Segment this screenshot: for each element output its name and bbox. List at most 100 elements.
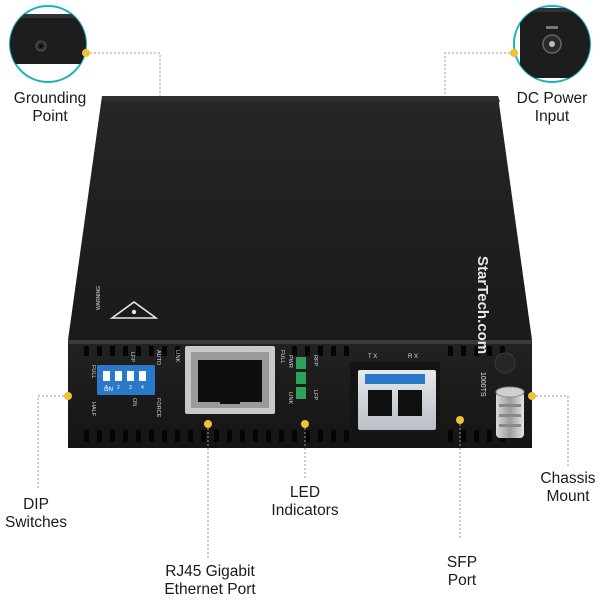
dip-switch-3[interactable] xyxy=(127,371,134,381)
leader-chassis xyxy=(532,395,569,468)
dip-on-label: ON xyxy=(104,387,113,393)
leader-dc-power xyxy=(444,52,514,96)
callout-dip-switches: DIP Switches xyxy=(4,496,68,531)
vent-slot xyxy=(474,430,479,442)
led-rfp-label: RFP xyxy=(312,355,318,366)
vent-slot xyxy=(84,346,89,356)
led-lfp-icon xyxy=(296,387,306,399)
vent-slot xyxy=(175,430,180,442)
vent-slot xyxy=(162,346,167,356)
dip-switch-4[interactable] xyxy=(139,371,146,381)
media-converter: WARNING StarTech.com ON 1 2 3 4 FULL LFP… xyxy=(68,96,532,448)
vent-slot xyxy=(123,430,128,442)
sfp-rx-socket[interactable] xyxy=(398,390,422,416)
vent-slot xyxy=(188,430,193,442)
vent-slot xyxy=(253,430,258,442)
model-label: 1000TS xyxy=(479,372,486,397)
dip-label-lfp: LFP xyxy=(129,352,135,362)
callout-dots xyxy=(64,49,536,428)
led-link-label: LINK xyxy=(287,392,293,405)
vent-slot xyxy=(305,346,310,356)
inset-chassis xyxy=(10,14,86,64)
callout-grounding-point: Grounding Point xyxy=(13,90,87,125)
vent-slot xyxy=(318,346,323,356)
vent-slot xyxy=(448,346,453,356)
vent-slot xyxy=(136,346,141,356)
dip-label-full: FULL xyxy=(90,365,96,378)
rj45-port[interactable]: LINK FULL xyxy=(174,346,285,414)
vent-slot xyxy=(318,430,323,442)
led-indicators: PWR LINK RFP LFP xyxy=(287,355,318,405)
leader-dip xyxy=(37,395,68,490)
rj45-full-label: FULL xyxy=(279,350,285,363)
svg-text:4: 4 xyxy=(141,385,144,391)
vent-slot xyxy=(149,346,154,356)
sfp-bail-latch[interactable] xyxy=(365,374,425,384)
vent-slot xyxy=(305,430,310,442)
warning-triangle-icon xyxy=(109,301,159,319)
dip-label-half: HALF xyxy=(90,402,96,417)
vent-slot xyxy=(149,430,154,442)
svg-text:1: 1 xyxy=(105,385,108,391)
dot-rj45-icon xyxy=(204,420,212,428)
status-window-icon xyxy=(494,352,516,374)
vent-slot xyxy=(331,346,336,356)
dot-chassis-icon xyxy=(528,392,536,400)
led-lfp-label: LFP xyxy=(312,390,318,400)
sfp-port[interactable]: T X R X xyxy=(350,354,440,444)
dot-grounding-icon xyxy=(82,49,90,57)
rj45-socket[interactable] xyxy=(198,360,262,402)
vent-slot xyxy=(123,346,128,356)
vent-slot xyxy=(487,346,492,356)
vent-slot xyxy=(227,430,232,442)
leader-grounding xyxy=(86,52,161,96)
grounding-point-inset xyxy=(9,5,87,83)
brand-logo-text: StarTech.com xyxy=(474,256,491,354)
vent-slots-top xyxy=(84,346,505,356)
callout-dc-power-input: DC Power Input xyxy=(516,90,588,125)
callout-rj45-port: RJ45 Gigabit Ethernet Port xyxy=(164,563,256,598)
vent-slot xyxy=(331,430,336,442)
vent-slot xyxy=(110,430,115,442)
dip-switch-block: ON 1 2 3 4 FULL LFP AUTO HALF ON FORCE xyxy=(90,350,161,418)
vent-slot xyxy=(292,346,297,356)
vent-slot xyxy=(344,430,349,442)
sfp-rx-label: R X xyxy=(408,354,418,360)
rj45-link-label: LINK xyxy=(174,350,180,363)
led-pwr-icon xyxy=(296,357,306,369)
led-rfp-icon xyxy=(296,372,306,384)
vent-slot xyxy=(448,430,453,442)
dot-sfp-icon xyxy=(456,416,464,424)
vent-slot xyxy=(474,346,479,356)
dip-switch-1[interactable] xyxy=(103,371,110,381)
callout-sfp-port: SFP Port xyxy=(446,554,478,589)
vent-slot xyxy=(97,430,102,442)
vent-slot xyxy=(292,430,297,442)
svg-text:3: 3 xyxy=(129,385,132,391)
vent-slot xyxy=(344,346,349,356)
sfp-tx-label: T X xyxy=(368,354,377,360)
vent-slot xyxy=(175,346,180,356)
dip-switch-2[interactable] xyxy=(115,371,122,381)
vent-slot xyxy=(201,430,206,442)
dot-led-icon xyxy=(301,420,309,428)
dip-label-on: ON xyxy=(131,398,137,406)
led-pwr-label: PWR xyxy=(287,355,293,368)
vent-slot xyxy=(487,430,492,442)
svg-text:2: 2 xyxy=(117,385,120,391)
vent-slot xyxy=(240,430,245,442)
warning-text: WARNING xyxy=(96,286,102,310)
dot-dip-icon xyxy=(64,392,72,400)
vent-slot xyxy=(162,430,167,442)
vent-slot xyxy=(97,346,102,356)
callout-chassis-mount: Chassis Mount xyxy=(540,470,596,505)
vent-slot xyxy=(110,346,115,356)
vent-slot xyxy=(84,430,89,442)
chassis-top xyxy=(68,96,532,340)
sfp-tx-socket[interactable] xyxy=(368,390,392,416)
dip-label-auto: AUTO xyxy=(155,350,161,366)
vent-slot xyxy=(136,430,141,442)
vent-slot xyxy=(461,346,466,356)
vent-slot xyxy=(214,430,219,442)
